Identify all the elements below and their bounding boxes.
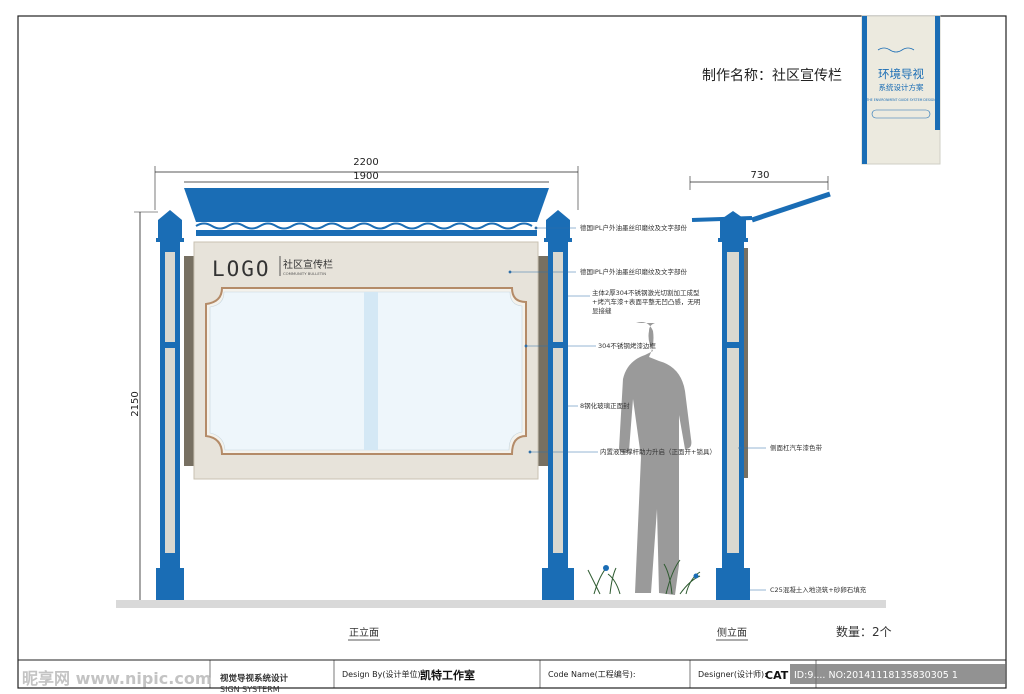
brand-subtitle: 系统设计方案: [879, 82, 924, 92]
watermark: 昵享网 www.nipic.com: [22, 669, 212, 688]
tb-code-label: Code Name(工程编号):: [548, 669, 636, 679]
sheet-border: [17, 15, 1007, 689]
annotation-7: 侧面杠汽车漆色带: [770, 443, 823, 452]
id-text: ID:9.... NO:20141118135830305 1: [794, 670, 958, 681]
tb-system-cn: 视觉导视系统设计: [220, 673, 289, 684]
plants: [587, 559, 701, 595]
annotation-leaders: [508, 226, 766, 591]
svg-text:2200: 2200: [353, 157, 378, 168]
sign-name-cn: 社区宣传栏: [283, 258, 333, 271]
annotation-2: 德国IPL户外油墨丝印磨纹及文字部份: [580, 267, 687, 276]
annotation-5: 8钢化玻璃正面封: [580, 401, 630, 410]
svg-text:1900: 1900: [353, 171, 378, 182]
dimension-side-depth: 730: [689, 170, 829, 190]
drawing-title: 制作名称：社区宣传栏: [702, 68, 842, 84]
logo-text: LOGO: [212, 257, 271, 281]
annotation-1: 德国IPL户外油墨丝印磨纹及文字部份: [580, 223, 687, 232]
tb-designby-label: Design By(设计单位):: [342, 669, 423, 679]
id-overlay: [790, 664, 1006, 684]
annotation-3-line2: +烤汽车漆+表面平整无凹凸感，无明: [592, 297, 701, 306]
annotation-4: 304不锈钢烤漆边框: [598, 341, 656, 350]
dimension-height: 2150: [130, 211, 158, 600]
person-silhouette: [619, 322, 692, 595]
left-post: [156, 210, 184, 600]
right-post: [542, 210, 574, 600]
view-label-side: 侧立面: [716, 626, 748, 641]
roof: [184, 188, 549, 236]
dimension-width-total: 2200: [154, 157, 579, 210]
ground: [116, 600, 886, 608]
bulletin-board: LOGO 社区宣传栏 COMMUNITY BULLETIN: [193, 241, 539, 480]
svg-text:侧立面: 侧立面: [717, 626, 747, 639]
svg-text:正立面: 正立面: [349, 626, 379, 639]
dimension-width-inner: 1900: [184, 171, 549, 183]
brand-tag: 环境导视 系统设计方案 THE ENVIRONMENT GUIDE SYSTEM…: [861, 15, 941, 165]
view-label-front: 正立面: [348, 626, 380, 641]
tb-system-en: SIGN SYSTERM: [220, 685, 280, 694]
quantity: 数量：2个: [836, 624, 892, 639]
sign-name-en: COMMUNITY BULLETIN: [283, 271, 326, 276]
annotation-3-line3: 显接缝: [592, 306, 612, 315]
tb-designby-value: 凯特工作室: [420, 668, 475, 682]
annotation-3-line1: 主体2厚304不锈钢激光切割加工成型: [592, 288, 700, 297]
annotation-6: 内置液压撑杆助力升启（正面开+锁具）: [600, 447, 716, 456]
glass-reflection: [364, 292, 378, 450]
tb-designer-value: CAT: [765, 669, 789, 682]
annotation-8: C25混凝土入地浇筑+砂卵石填充: [770, 585, 867, 594]
tb-designer-label: Designer(设计师):: [698, 669, 767, 679]
side-view: [691, 191, 831, 600]
brand-title: 环境导视: [878, 67, 924, 81]
svg-text:2150: 2150: [130, 391, 141, 416]
svg-text:730: 730: [750, 170, 769, 181]
brand-en: THE ENVIRONMENT GUIDE SYSTEM DESIGN: [865, 98, 936, 102]
